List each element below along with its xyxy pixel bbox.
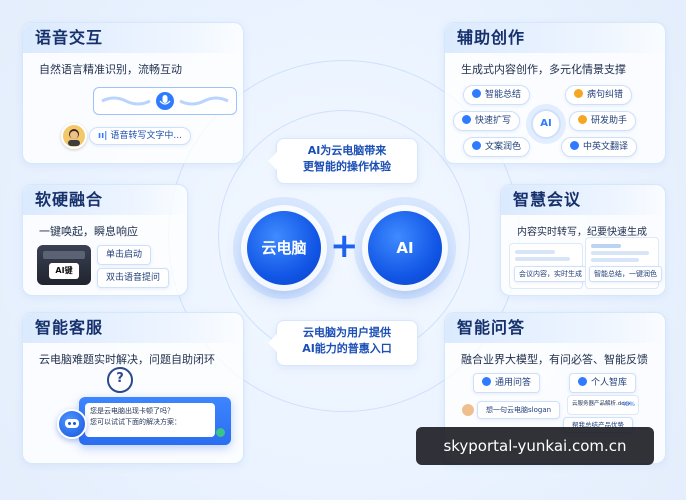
plus-icon: +: [330, 226, 359, 266]
robot-icon: [57, 409, 87, 439]
cloud-pc-circle: 云电脑: [247, 211, 321, 285]
smart-qa-desc: 融合业界大模型，有问必答、智能反馈: [461, 353, 648, 366]
chip-dev-assistant[interactable]: 研发助手: [569, 111, 637, 131]
ai-key[interactable]: AI键: [49, 263, 79, 279]
hardware-integration-desc: 一键唤起，瞬息响应: [39, 225, 138, 238]
grammar-icon: [574, 89, 583, 98]
chip-quick-expand[interactable]: 快速扩写: [453, 111, 521, 131]
smart-service-desc: 云电脑难题实时解决，问题自助闭环: [39, 353, 215, 366]
translate-icon: [570, 141, 579, 150]
service-chat-line-2: 您可以试试下面的解决方案：: [90, 418, 181, 426]
hardware-integration-title: 软硬融合: [23, 185, 187, 215]
voice-interaction-card: 语音交互 自然语言精准识别，流畅互动 ıı| 语音转写文字中...: [22, 22, 244, 164]
site-watermark: skyportal-yunkai.com.cn: [416, 427, 654, 465]
tab-general-qa[interactable]: 通用问答: [473, 373, 541, 393]
smart-service-card: 智能客服 云电脑难题实时解决，问题自助闭环 ? 您是云电脑出现卡顿了吗？ 您可以…: [22, 312, 244, 464]
smart-qa-title: 智能问答: [445, 313, 665, 343]
service-chat-box: 您是云电脑出现卡顿了吗？ 您可以试试下面的解决方案：: [85, 403, 215, 437]
ai-keyboard-illustration: AI键: [37, 245, 91, 285]
voice-interaction-title: 语音交互: [23, 23, 243, 53]
smart-meeting-card: 智慧会议 内容实时转写，纪要快速生成 会议内容，实时生成 智能总结，一键润色: [500, 184, 666, 296]
chip-grammar-fix[interactable]: 病句纠错: [565, 85, 633, 105]
chip-translate[interactable]: 中英文翻译: [561, 137, 638, 157]
chip-smart-summary[interactable]: 智能总结: [463, 85, 531, 105]
audio-icon: ıı|: [98, 131, 108, 141]
cloud-pc-label: 云电脑: [261, 239, 307, 257]
assisted-creation-title: 辅助创作: [445, 23, 665, 53]
meeting-doc-right: 智能总结，一键润色: [585, 237, 662, 289]
creation-ai-hub: AI: [531, 109, 561, 139]
single-click-launch[interactable]: 单击启动: [97, 245, 152, 265]
chip-copy-polish[interactable]: 文案润色: [463, 137, 531, 157]
person-icon: [68, 129, 80, 146]
voice-interaction-desc: 自然语言精准识别，流畅互动: [39, 63, 182, 76]
polish-icon: [472, 141, 481, 150]
assisted-creation-desc: 生成式内容创作，多元化情景支撑: [461, 63, 626, 76]
smart-meeting-desc: 内容实时转写，纪要快速生成: [517, 227, 647, 238]
meeting-snippet-summary: 智能总结，一键润色: [589, 266, 662, 282]
expand-icon: [462, 115, 471, 124]
voice-wave-bar[interactable]: [93, 87, 237, 115]
callout-ai-for-cloud: AI为云电脑带来 更智能的操作体验: [268, 138, 418, 184]
callout-ai-line-2: 更智能的操作体验: [303, 160, 391, 173]
book-icon: [578, 377, 587, 386]
service-chat-panel: 您是云电脑出现卡顿了吗？ 您可以试试下面的解决方案：: [79, 397, 231, 445]
ai-circle: AI: [368, 211, 442, 285]
tab-personal-kb[interactable]: 个人智库: [569, 373, 637, 393]
smart-service-title: 智能客服: [23, 313, 243, 343]
qa-message-slogan: 想一句云电脑slogan: [477, 401, 561, 419]
callout-cloud-line-2: AI能力的普惠入口: [302, 342, 392, 355]
callout-cloud-line-1: 云电脑为用户提供: [303, 326, 391, 339]
qa-file-name: 云服务器产品解析.docx: [572, 401, 631, 407]
qa-file-progress: 45%: [621, 401, 635, 408]
dev-icon: [578, 115, 587, 124]
transcribing-bubble: ıı| 语音转写文字中...: [89, 127, 191, 145]
smart-meeting-title: 智慧会议: [501, 185, 665, 215]
meeting-snippet-realtime: 会议内容，实时生成: [514, 266, 587, 282]
qa-user-avatar: [461, 403, 475, 417]
summary-icon: [472, 89, 481, 98]
qa-file-card: 云服务器产品解析.docx 45%: [567, 395, 639, 415]
transcribing-text: 语音转写文字中...: [110, 131, 182, 141]
hardware-integration-card: 软硬融合 一键唤起，瞬息响应 AI键 单击启动 双击语音提问: [22, 184, 188, 296]
check-icon: [216, 428, 225, 437]
meeting-doc-left: 会议内容，实时生成: [509, 243, 587, 289]
assisted-creation-card: 辅助创作 生成式内容创作，多元化情景支撑 AI 智能总结 病句纠错 快速扩写 研…: [444, 22, 666, 164]
creation-ai-label: AI: [540, 118, 552, 129]
ai-label: AI: [396, 239, 414, 257]
double-click-voice-question[interactable]: 双击语音提问: [97, 268, 170, 288]
chat-icon: [482, 377, 491, 386]
service-chat-line-1: 您是云电脑出现卡顿了吗？: [90, 407, 174, 415]
sound-wave-icon: [101, 92, 229, 110]
question-bubble-icon: ?: [107, 367, 133, 393]
callout-ai-line-1: AI为云电脑带来: [307, 144, 387, 157]
user-avatar: [61, 123, 87, 149]
callout-cloud-for-ai: 云电脑为用户提供 AI能力的普惠入口: [268, 320, 418, 366]
